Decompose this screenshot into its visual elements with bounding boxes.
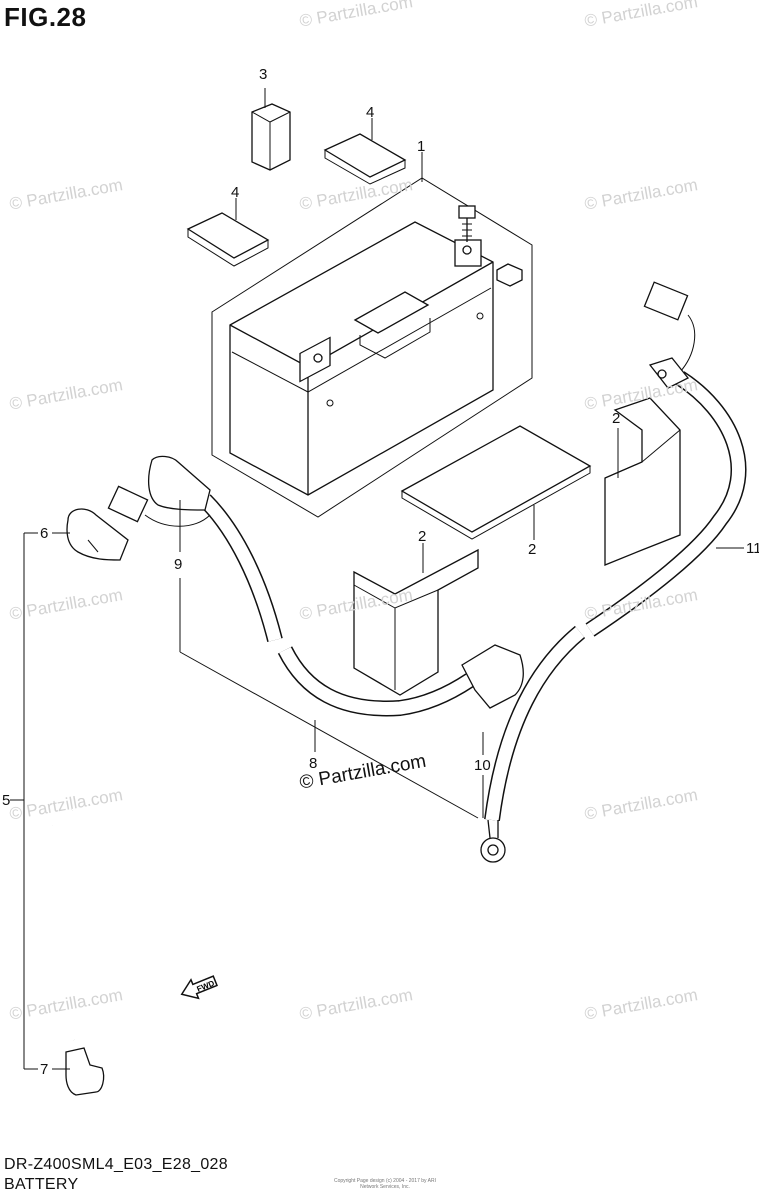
callout-6: 6 — [40, 525, 49, 542]
terminal-cap-9 — [147, 455, 211, 511]
model-code: DR-Z400SML4_E03_E28_028 — [4, 1156, 228, 1173]
connector-11 — [643, 281, 696, 389]
part-2-sheet-center — [353, 548, 479, 696]
terminal-cap-10 — [461, 644, 524, 709]
terminal-cap-7 — [65, 1047, 105, 1096]
callout-10: 10 — [474, 757, 491, 774]
copyright-note: Copyright Page design (c) 2004 - 2017 by… — [333, 1178, 436, 1190]
callout-3: 3 — [259, 66, 268, 83]
part-2-sheet-flat — [400, 425, 592, 540]
callout-4: 4 — [231, 184, 240, 201]
part-4-pad-upper — [323, 133, 407, 185]
leader-lines — [10, 88, 744, 1070]
terminal-cap-6 — [66, 508, 129, 561]
part-3-pad — [251, 103, 291, 171]
callout-2: 2 — [418, 528, 427, 545]
part-4-pad-lower — [186, 212, 270, 267]
callout-9: 9 — [174, 556, 183, 573]
cable-5 — [43, 541, 171, 1042]
callout-7: 7 — [40, 1061, 49, 1078]
part-2-sheet-right — [604, 397, 681, 566]
callout-2: 2 — [612, 410, 621, 427]
fwd-arrow-icon: FWD — [180, 975, 218, 1000]
figure-title: FIG.28 — [4, 2, 87, 32]
part-name: BATTERY — [4, 1176, 79, 1193]
battery-body — [229, 221, 494, 496]
callout-8: 8 — [309, 755, 318, 772]
cable-8 — [199, 494, 475, 717]
terminal-bolt — [458, 205, 476, 242]
cable-11 — [480, 371, 747, 863]
callout-2: 2 — [528, 541, 537, 558]
terminal-nut — [496, 263, 523, 287]
connector-9 — [107, 485, 211, 527]
callout-4: 4 — [366, 104, 375, 121]
callout-1: 1 — [417, 138, 426, 155]
callout-11: 11 — [746, 540, 759, 557]
fwd-label: FWD — [195, 979, 215, 994]
callout-5: 5 — [2, 792, 11, 809]
